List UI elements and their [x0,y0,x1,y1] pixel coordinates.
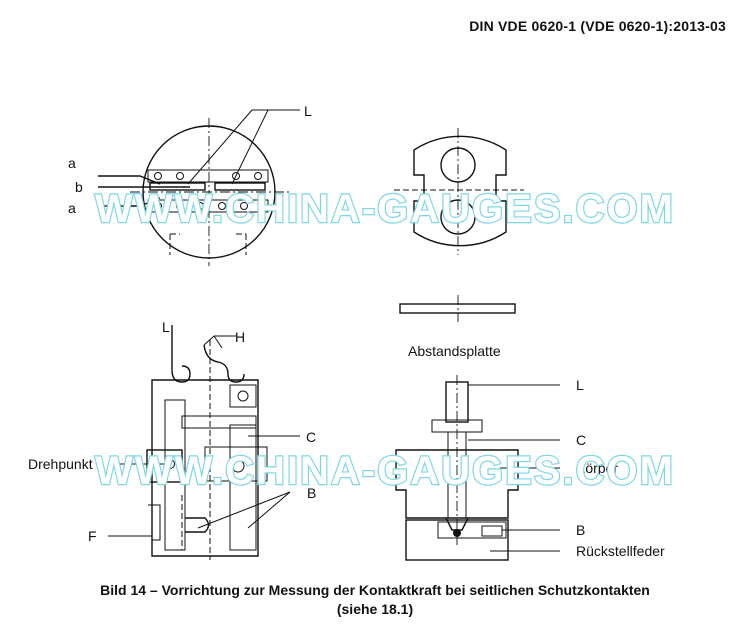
label-C-right: C [576,432,586,448]
label-B-left: B [307,485,316,501]
watermark: WWW.CHINA-GAUGES.COM WWW.CHINA-GAUGES.CO… [94,186,675,494]
label-L-top: L [304,103,312,119]
label-L-left: L [162,319,170,335]
label-H: H [235,329,245,345]
label-b: b [75,179,83,195]
label-abstandsplatte: Abstandsplatte [408,343,501,359]
label-rueckstellfeder: Rückstellfeder [576,543,665,559]
watermark-bottom: WWW.CHINA-GAUGES.COM [95,449,675,493]
fixture-left-section [108,325,300,560]
spacer-top-view [394,128,524,322]
label-a-top: a [68,155,76,171]
label-B-right: B [576,522,585,538]
label-F: F [88,528,97,544]
caption-line-1: Bild 14 – Vorrichtung zur Messung der Ko… [100,582,650,598]
caption-line-2: (siehe 18.1) [336,601,414,617]
figure-caption: Bild 14 – Vorrichtung zur Messung der Ko… [0,581,750,619]
label-L-right: L [576,377,584,393]
label-koerper: Körper [576,460,618,476]
label-C-left: C [306,429,316,445]
fixture-right-section [395,375,560,561]
plug-top-view [98,109,300,266]
drawing-labels: a b a L L H C Drehpunkt B F Abstandsplat… [28,103,665,559]
watermark-top: WWW.CHINA-GAUGES.COM [95,187,675,231]
label-a-bottom: a [68,200,76,216]
label-drehpunkt: Drehpunkt [28,456,93,472]
document-header: DIN VDE 0620-1 (VDE 0620-1):2013-03 [469,18,726,34]
